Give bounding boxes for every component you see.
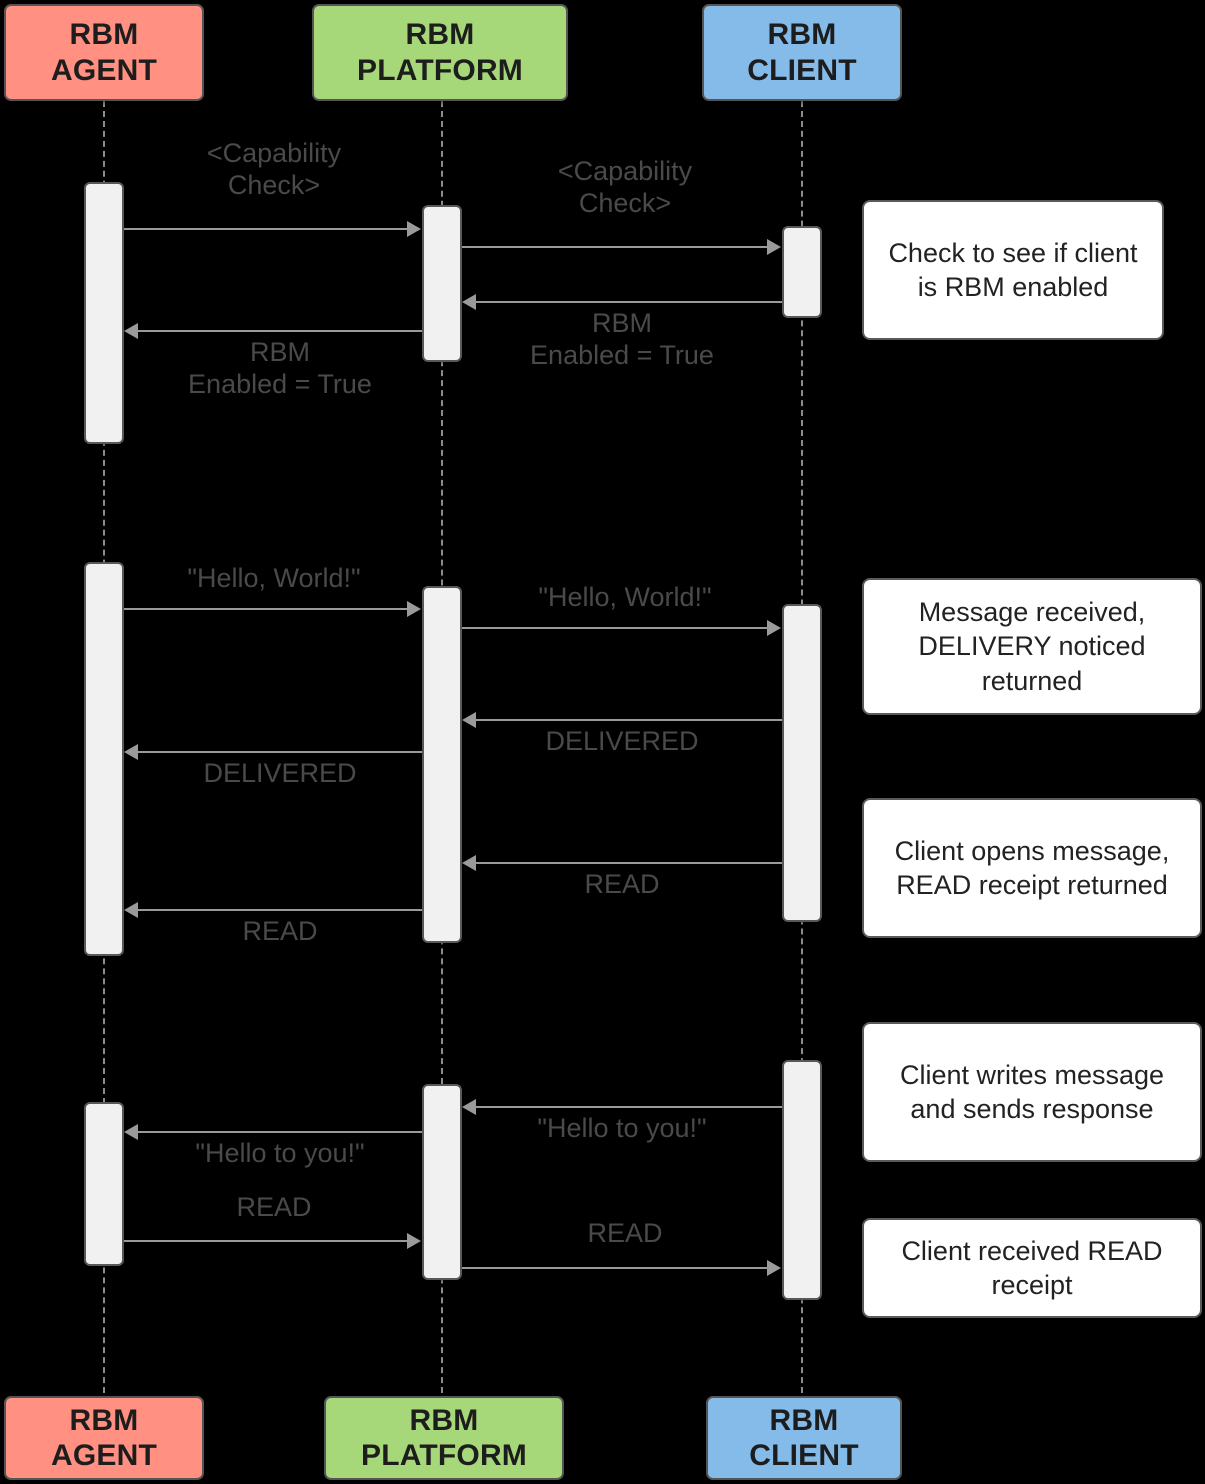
message-label-rbm-enabled-1: RBM Enabled = True [530,308,714,370]
arrow-head-delivered-1 [462,712,476,728]
participant-header-agent-line1: RBM [69,18,139,52]
participant-header-platform-line1: RBM [405,18,475,52]
message-line-hello-world-1 [124,608,408,610]
message-line-delivered-1 [476,719,782,721]
message-label-delivered-2: DELIVERED [203,758,357,788]
activation-agent-1 [84,182,124,444]
participant-header-client-line2: CLIENT [747,53,857,87]
message-label-hello-world-1: "Hello, World!" [187,563,361,593]
arrow-head-hello-to-you-1 [462,1099,476,1115]
arrow-head-read-1 [462,855,476,871]
note-check-rbm-enabled: Check to see if client is RBM enabled [862,200,1164,340]
participant-header-client[interactable]: RBM CLIENT [702,4,902,101]
activation-platform-3 [422,1084,462,1280]
participant-footer-platform-line1: RBM [409,1403,479,1437]
arrow-head-read-4 [767,1260,781,1276]
message-line-rbm-enabled-2 [138,330,422,332]
participant-header-agent-line2: AGENT [51,53,157,87]
message-label-read-1: READ [584,869,660,899]
message-label-hello-world-2: "Hello, World!" [538,582,712,612]
activation-platform-2 [422,586,462,943]
activation-client-3 [782,1060,822,1300]
participant-footer-client-line2: CLIENT [749,1439,859,1472]
arrow-head-capability-check-2 [767,239,781,255]
message-label-rbm-enabled-2: RBM Enabled = True [188,337,372,399]
message-label-delivered-1: DELIVERED [545,726,699,756]
arrow-head-delivered-2 [124,744,138,760]
participant-footer-agent-line1: RBM [69,1403,139,1437]
arrow-head-read-3 [407,1233,421,1249]
activation-client-1 [782,226,822,318]
message-line-read-1 [476,862,782,864]
message-line-read-3 [124,1240,408,1242]
message-line-read-2 [138,909,422,911]
message-label-hello-to-you-2: "Hello to you!" [195,1138,365,1168]
message-label-read-4: READ [587,1218,663,1248]
participant-footer-client-line1: RBM [769,1403,839,1437]
message-label-capability-check-2: <Capability Check> [557,156,693,218]
message-line-read-4 [462,1267,768,1269]
message-line-capability-check-1 [124,228,408,230]
participant-footer-agent-line2: AGENT [51,1439,157,1472]
arrow-head-rbm-enabled-1 [462,294,476,310]
message-line-rbm-enabled-1 [476,301,782,303]
participant-header-agent[interactable]: RBM AGENT [4,4,204,101]
message-line-hello-to-you-2 [138,1131,422,1133]
participant-footer-platform[interactable]: RBM PLATFORM [324,1396,564,1480]
participant-footer-client[interactable]: RBM CLIENT [706,1396,902,1480]
arrow-head-rbm-enabled-2 [124,323,138,339]
note-client-writes-message: Client writes message and sends response [862,1022,1202,1162]
message-line-capability-check-2 [462,246,768,248]
arrow-head-capability-check-1 [407,221,421,237]
message-line-delivered-2 [138,751,422,753]
message-label-read-3: READ [236,1192,312,1222]
arrow-head-hello-to-you-2 [124,1124,138,1140]
participant-header-platform[interactable]: RBM PLATFORM [312,4,568,101]
message-label-read-2: READ [242,916,318,946]
note-client-opens-message: Client opens message, READ receipt retur… [862,798,1202,938]
participant-header-platform-line2: PLATFORM [356,53,523,87]
participant-footer-platform-line2: PLATFORM [360,1439,527,1472]
participant-footer-agent[interactable]: RBM AGENT [4,1396,204,1480]
message-line-hello-world-2 [462,627,768,629]
participant-header-client-line1: RBM [767,18,837,52]
note-client-received-read: Client received READ receipt [862,1218,1202,1318]
activation-agent-2 [84,562,124,956]
activation-agent-3 [84,1102,124,1266]
message-line-hello-to-you-1 [476,1106,782,1108]
arrow-head-read-2 [124,902,138,918]
note-message-received: Message received, DELIVERY noticed retur… [862,578,1202,715]
activation-client-2 [782,604,822,922]
arrow-head-hello-world-2 [767,620,781,636]
message-label-capability-check-1: <Capability Check> [206,138,342,200]
message-label-hello-to-you-1: "Hello to you!" [537,1113,707,1143]
arrow-head-hello-world-1 [407,601,421,617]
activation-platform-1 [422,205,462,362]
